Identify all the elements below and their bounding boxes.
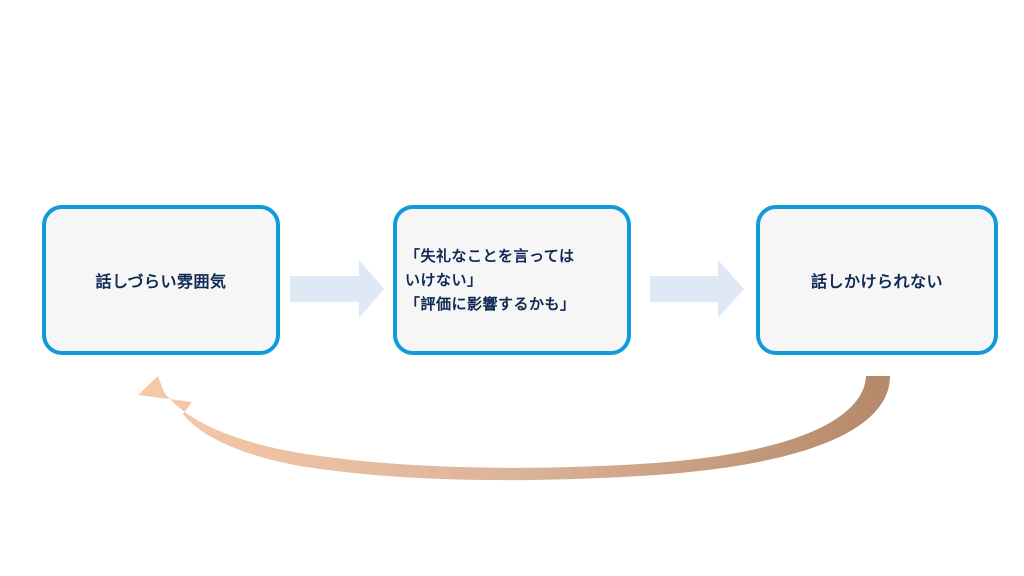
block-arrow-1-to-2: [290, 260, 384, 318]
node-box-3: 話しかけられない: [756, 205, 998, 355]
node-label-3: 話しかけられない: [810, 272, 943, 291]
node-2-line-2: いけない」: [405, 271, 483, 289]
node-box-2: 「失礼なことを言っては いけない」 「評価に影響するかも」: [393, 205, 631, 355]
node-label-1: 話しづらい雰囲気: [95, 272, 227, 291]
block-arrow-2-to-3: [650, 260, 744, 318]
node-label-2: 「失礼なことを言っては いけない」 「評価に影響するかも」: [405, 244, 576, 316]
node-box-1: 話しづらい雰囲気: [42, 205, 280, 355]
node-2-line-1: 「失礼なことを言っては: [405, 247, 575, 265]
node-2-line-3: 「評価に影響するかも」: [405, 295, 576, 313]
feedback-arrow-3-to-1: [138, 376, 890, 481]
